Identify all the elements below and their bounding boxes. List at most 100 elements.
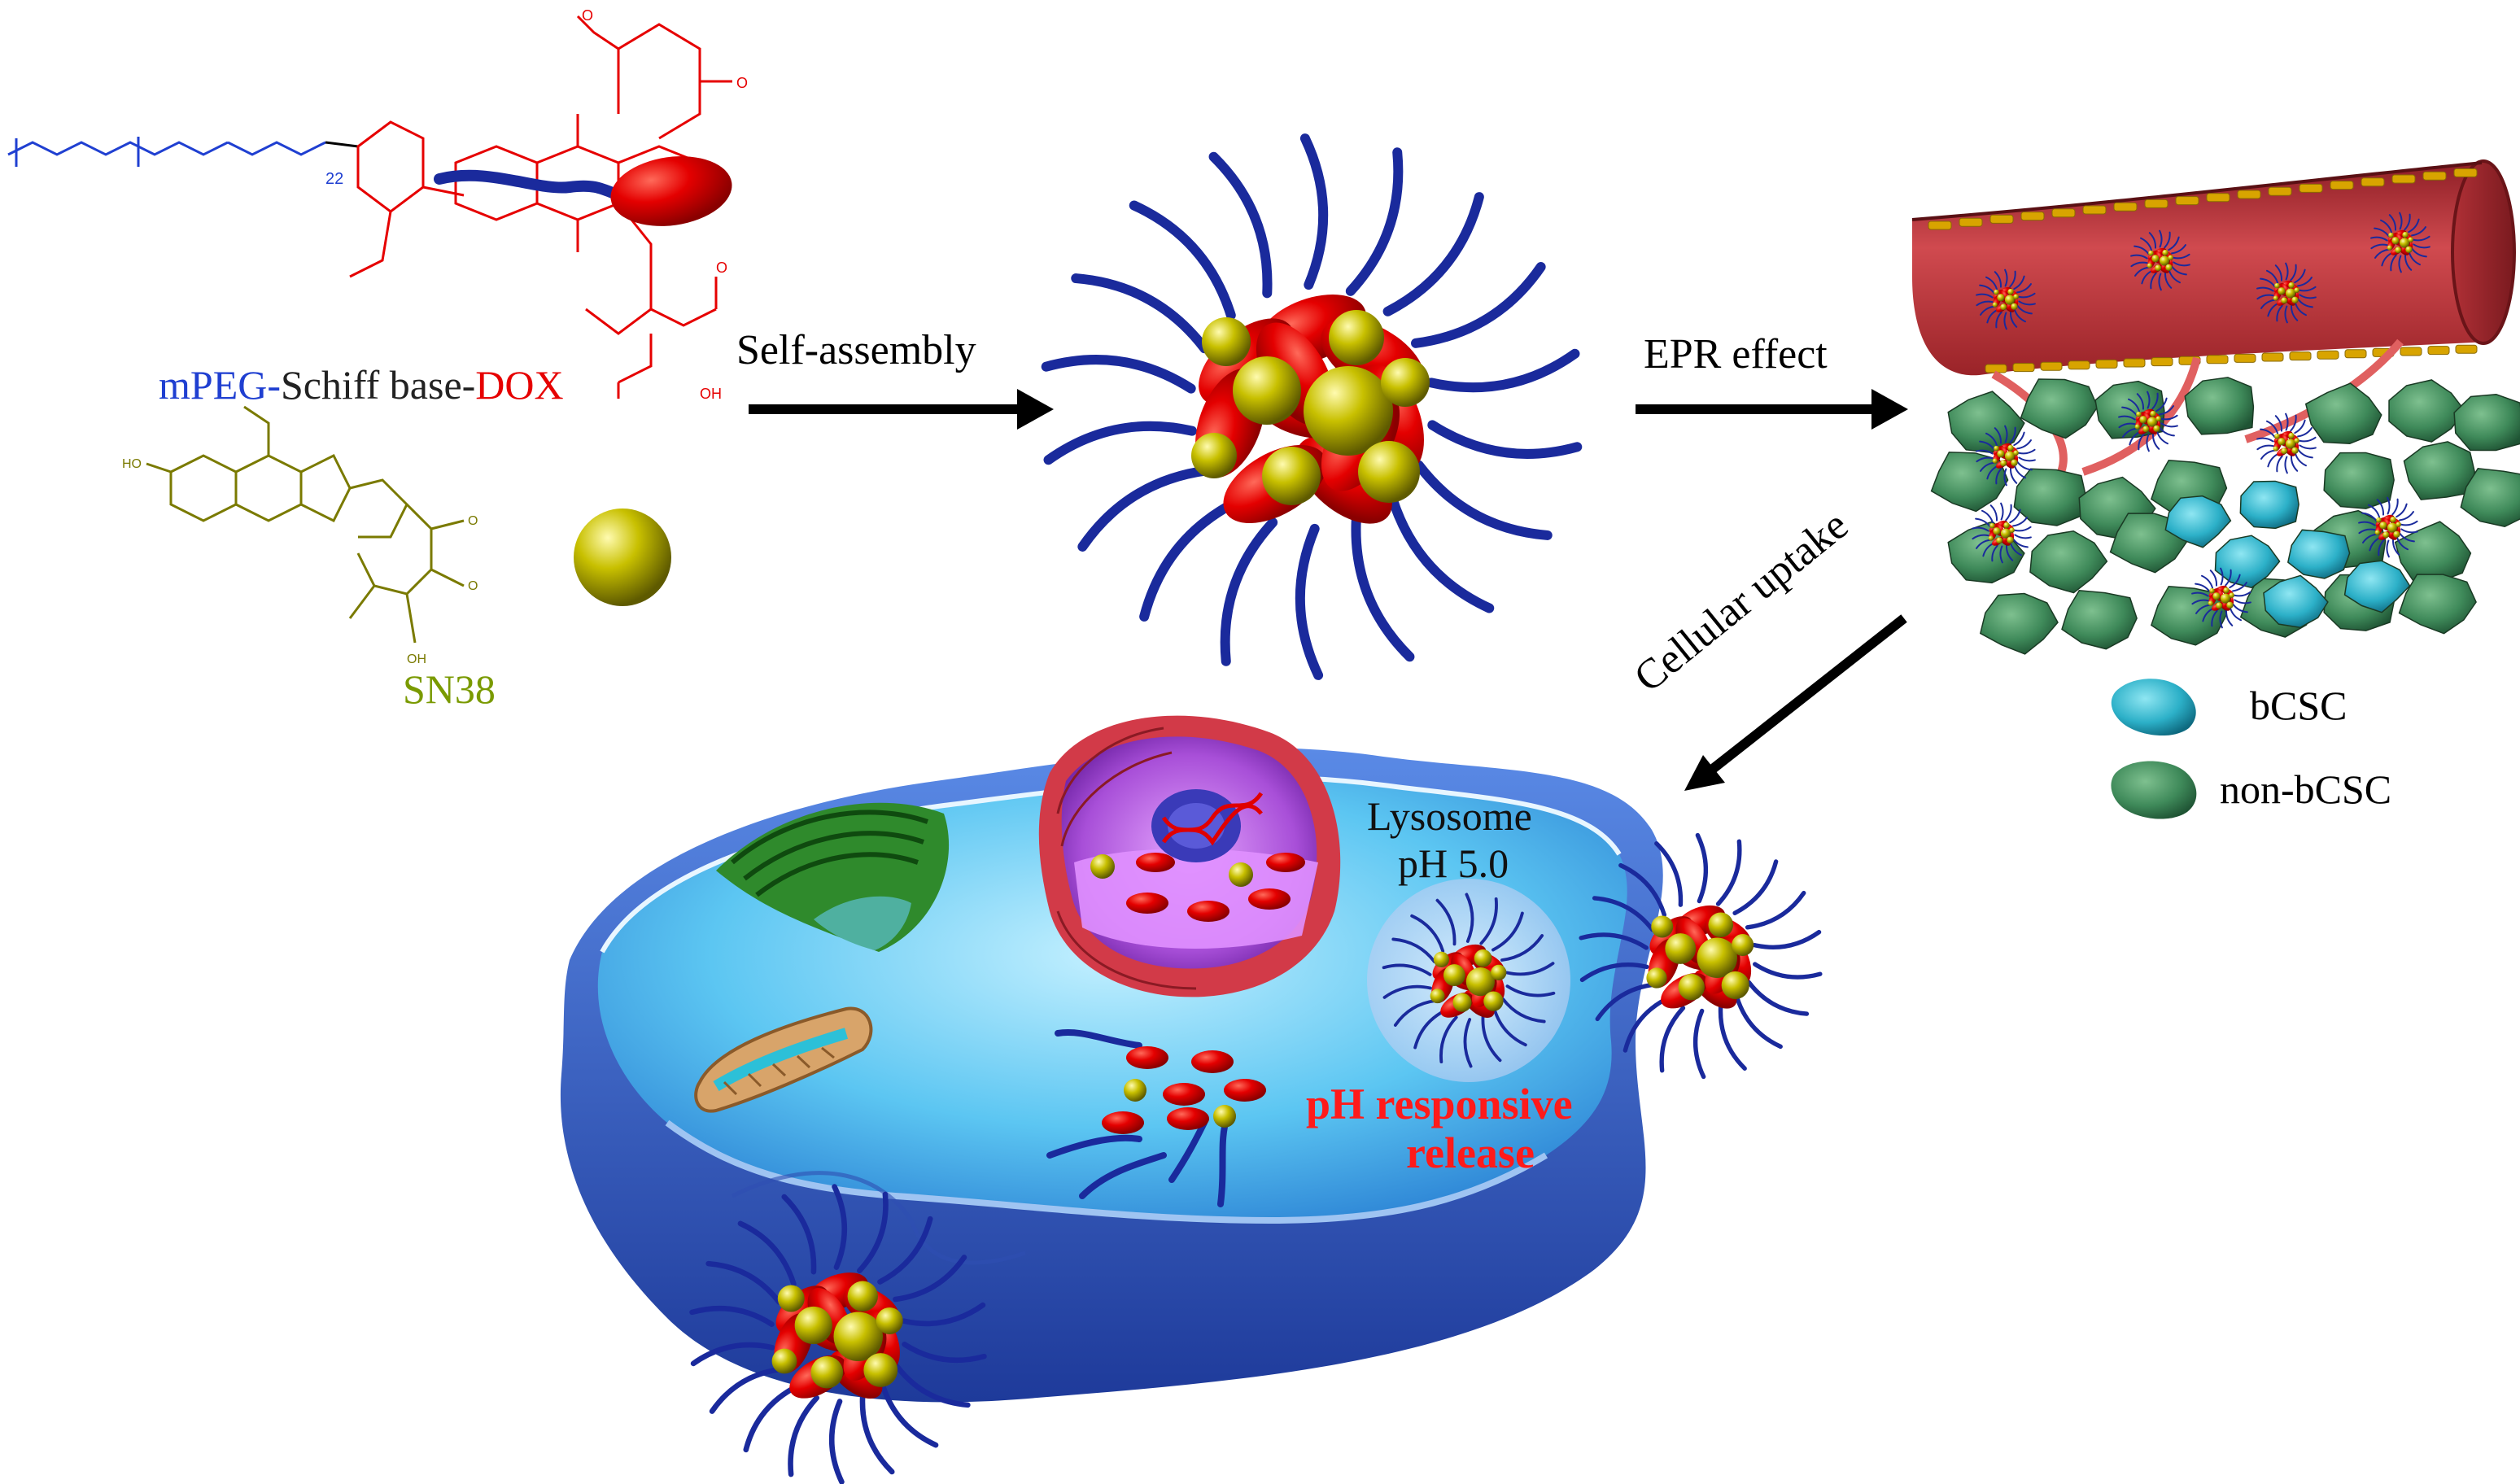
peg-chain xyxy=(2171,244,2186,255)
sn38-ball xyxy=(1992,458,1998,464)
endothelial-tile xyxy=(2051,208,2076,218)
peg-chain xyxy=(2018,456,2036,462)
sn38-ball xyxy=(2150,410,2156,417)
sn38-ball xyxy=(2402,231,2409,238)
peg-chain xyxy=(1732,859,1779,915)
peg-chain xyxy=(2399,212,2403,230)
peg-chain xyxy=(1382,984,1432,999)
sn38-ball xyxy=(2274,282,2280,289)
sn38-ball xyxy=(2139,416,2147,424)
peg-chain xyxy=(2211,609,2218,627)
peg-chain xyxy=(1994,271,2002,288)
peg-chain xyxy=(1985,276,1998,290)
peg-chain xyxy=(1991,544,1998,562)
non-bcsc-cell xyxy=(2394,521,2472,583)
endothelial-tile xyxy=(2299,183,2323,193)
sn38-ball xyxy=(2000,303,2007,311)
sn38-ball xyxy=(1381,358,1430,407)
bcsc-cell xyxy=(2239,480,2299,530)
endothelial-tile xyxy=(2123,358,2146,368)
peg-chain xyxy=(2234,591,2251,597)
peg-chain xyxy=(859,1394,895,1475)
sn38-ball xyxy=(2148,250,2154,256)
sn38-ball xyxy=(2387,522,2397,533)
peg-chain xyxy=(2016,283,2032,294)
sn38-ball xyxy=(2285,439,2295,449)
peg-chain xyxy=(1985,432,1998,447)
peg-chain xyxy=(2362,533,2378,543)
non-bcsc-cell xyxy=(2453,394,2520,452)
peg-chain xyxy=(2136,393,2144,410)
peg-chain xyxy=(2018,292,2036,299)
peg-chain xyxy=(2147,391,2151,409)
peg-chain xyxy=(2370,243,2388,250)
peg-chain xyxy=(743,1384,799,1453)
peg-chain xyxy=(1972,534,1989,540)
peg-chain xyxy=(2159,229,2163,248)
sn38-ball xyxy=(2288,282,2295,289)
sn38-ball xyxy=(1651,915,1674,938)
peg-chain xyxy=(2391,498,2399,516)
peg-chain xyxy=(709,1366,784,1414)
peg-chain xyxy=(2118,422,2136,429)
vessel-micelle xyxy=(2118,391,2178,452)
peg-chain xyxy=(902,1342,987,1364)
sn38-ball xyxy=(2007,444,2014,452)
sn38-ball xyxy=(1993,527,2001,535)
sn38-ball xyxy=(2000,528,2011,539)
sn38-ball xyxy=(1474,949,1492,967)
peg-chain xyxy=(1043,421,1197,465)
peg-chain xyxy=(2256,294,2274,300)
peg-chain xyxy=(2265,420,2279,434)
endothelial-tile xyxy=(2151,357,2173,367)
vessel-icon xyxy=(1911,159,2516,491)
endothelial-tile xyxy=(2427,346,2450,356)
peg-chain xyxy=(2256,286,2274,292)
sn38-ball xyxy=(1191,433,1237,478)
vessel-micelle xyxy=(1976,425,2036,487)
peg-chain xyxy=(2256,437,2274,443)
peg-chain xyxy=(2122,427,2138,438)
peg-chain xyxy=(2130,261,2148,268)
peg-chain xyxy=(2297,298,2313,308)
peg-chain xyxy=(2229,574,2241,589)
peg-chain xyxy=(2164,272,2173,289)
sn38-ball xyxy=(1483,991,1504,1011)
peg-chain xyxy=(1622,997,1669,1053)
peg-chain xyxy=(1989,504,1998,522)
membrane-micelle-left-body xyxy=(689,1184,987,1484)
peg-chain xyxy=(880,1381,939,1448)
sn38-ball xyxy=(2162,249,2168,256)
peg-chain xyxy=(1413,460,1553,540)
vessel-micelle xyxy=(1976,268,2036,330)
peg-chain xyxy=(2297,427,2313,438)
sn38-ball xyxy=(1358,441,1420,503)
vessel-micelle xyxy=(2256,412,2317,474)
peg-chain xyxy=(2294,419,2306,434)
peg-chain xyxy=(2276,455,2283,473)
peg-chain xyxy=(1715,839,1742,906)
sn38-oxygen-label: O xyxy=(468,514,478,528)
sn38-ball xyxy=(2000,460,2007,467)
non-bcsc-cell xyxy=(2029,530,2108,594)
peg-chain xyxy=(2014,534,2032,539)
sn38-ball xyxy=(771,1348,797,1374)
sn38-ball xyxy=(2011,459,2018,466)
peg-chain xyxy=(1345,147,1404,296)
peg-chain xyxy=(1976,300,1994,307)
endothelial-tile xyxy=(2455,344,2478,354)
sn38-label: SN38 xyxy=(403,666,496,712)
peg-chain xyxy=(2013,465,2027,479)
peg-chain xyxy=(2173,253,2190,260)
endothelial-tile xyxy=(2361,177,2385,187)
vessel-micelle xyxy=(2370,212,2430,273)
sn38-ball xyxy=(2393,530,2400,538)
peg-chain xyxy=(2408,251,2422,266)
bcsc-cell xyxy=(2164,495,2232,548)
sn38-ball xyxy=(2273,295,2278,301)
peg-chain xyxy=(2284,305,2288,324)
sn38-oh-label: OH xyxy=(407,653,426,666)
sn38-ball xyxy=(2208,600,2213,606)
peg-chain xyxy=(828,1399,845,1484)
peg-chain xyxy=(1071,273,1210,354)
